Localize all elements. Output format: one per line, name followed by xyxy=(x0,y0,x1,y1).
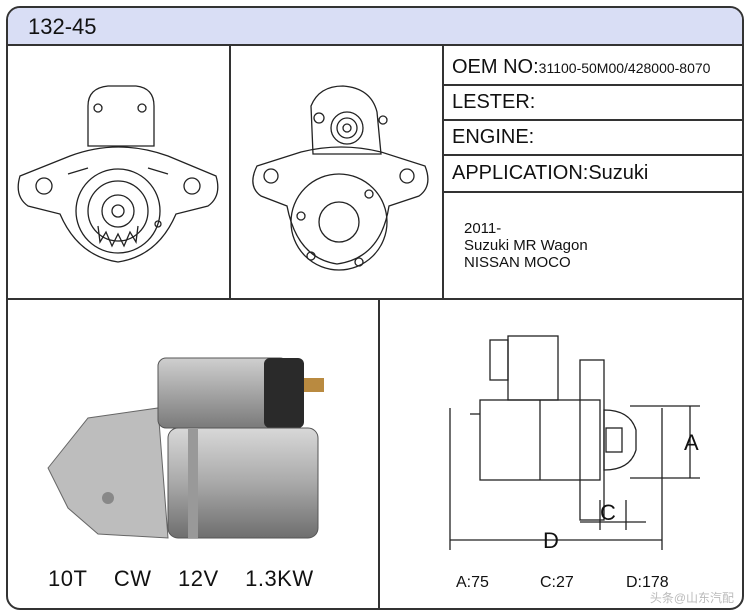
oem-value: 31100-50M00/428000-8070 xyxy=(538,60,711,76)
part-number: 132-45 xyxy=(28,14,97,39)
dimension-c: C:27 xyxy=(540,574,574,591)
mid-divider xyxy=(8,298,742,300)
electrical-specs: 10T CW 12V 1.3KW xyxy=(48,566,314,592)
spec-row-line-1 xyxy=(442,84,742,86)
watermark: 头条@山东汽配 xyxy=(649,591,734,605)
application-note: Suzuki MR Wagon xyxy=(464,237,588,254)
divider-top-1 xyxy=(229,46,231,298)
dimension-label-c: C xyxy=(600,500,616,525)
application-value: Suzuki xyxy=(588,162,649,184)
dimension-a: A:75 xyxy=(456,574,489,591)
dimension-d: D:178 xyxy=(626,574,669,591)
spec-sheet: 132-45 OEM NO:31100-50M00/428000-8070 LE… xyxy=(6,6,744,610)
engine-label: ENGINE: xyxy=(452,126,535,148)
dimension-drawing xyxy=(449,335,700,550)
oem-label: OEM NO: xyxy=(452,56,539,78)
starter-motor-photo xyxy=(47,357,324,539)
lester-label: LESTER: xyxy=(452,91,536,113)
application-row: APPLICATION:Suzuki xyxy=(452,162,648,185)
spec-row-line-4 xyxy=(442,191,742,193)
voltage: 12V xyxy=(177,566,219,591)
dimension-label-a: A xyxy=(684,430,699,455)
spec-row-line-2 xyxy=(442,119,742,121)
starter-rear-view-drawing xyxy=(252,85,429,271)
application-label: APPLICATION: xyxy=(452,162,589,184)
title-bar: 132-45 xyxy=(8,8,742,46)
spec-row-line-3 xyxy=(442,154,742,156)
application-note: NISSAN MOCO xyxy=(464,254,571,271)
rotation: CW xyxy=(113,566,152,591)
divider-bottom xyxy=(378,298,380,608)
teeth-count: 10T xyxy=(48,566,88,591)
dimension-label-d: D xyxy=(543,528,559,553)
starter-front-view-drawing xyxy=(17,85,219,263)
oem-row: OEM NO:31100-50M00/428000-8070 xyxy=(452,56,710,79)
application-notes: 2011- Suzuki MR Wagon NISSAN MOCO xyxy=(464,220,588,271)
power: 1.3KW xyxy=(245,566,314,591)
application-note: 2011- xyxy=(464,220,502,237)
divider-top-2 xyxy=(442,46,444,298)
